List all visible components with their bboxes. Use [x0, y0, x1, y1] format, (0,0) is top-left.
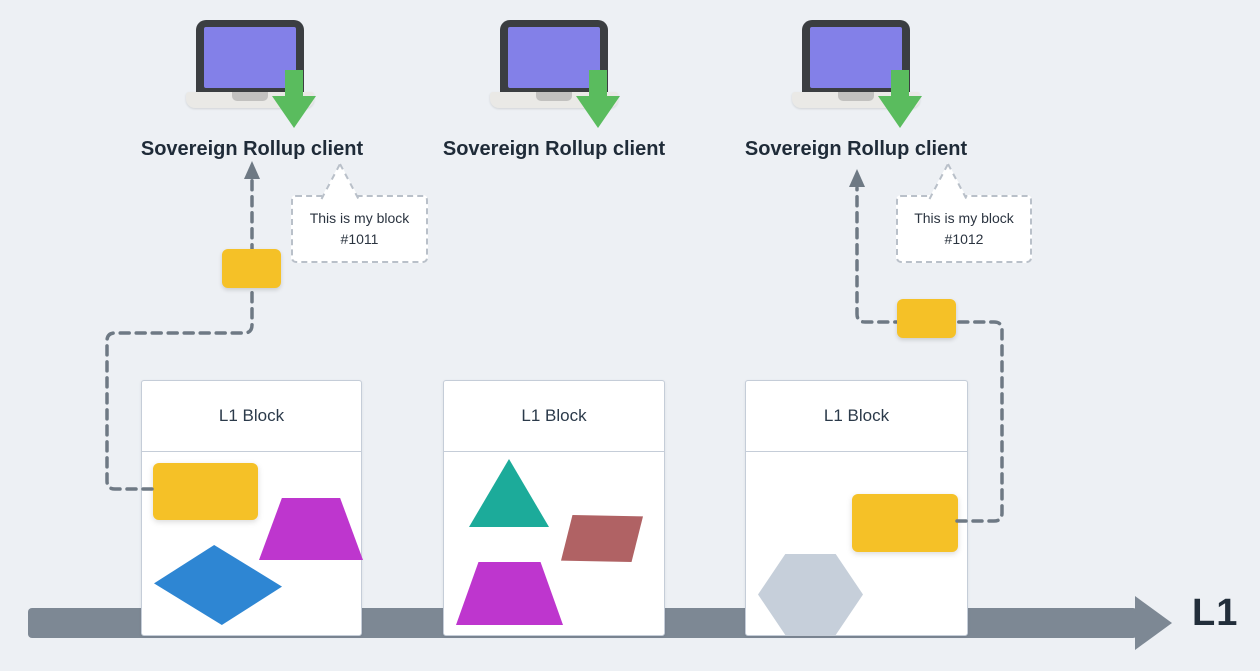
- block-announcement-bubble-2: This is my block #1012: [896, 195, 1032, 263]
- laptop-icon: [186, 18, 316, 130]
- rollup-block-mini-2: [897, 299, 956, 338]
- client-label-1: Sovereign Rollup client: [140, 138, 364, 160]
- laptop-trackpad: [536, 92, 572, 101]
- l1-chain-arrowhead-icon: [1135, 596, 1172, 650]
- arrowhead-up-icon: [849, 169, 865, 187]
- laptop-screen: [196, 20, 304, 96]
- l1-block-1: L1 Block: [141, 380, 363, 636]
- l1-block-body: [142, 452, 363, 634]
- laptop-icon: [792, 18, 922, 130]
- l1-block-body: [444, 452, 664, 634]
- client-label-2: Sovereign Rollup client: [442, 138, 666, 160]
- bubble-text-line1: This is my block: [309, 210, 410, 226]
- laptop-display: [508, 27, 600, 88]
- download-arrow-icon: [576, 70, 620, 128]
- l1-block-title: L1 Block: [444, 381, 664, 452]
- l1-block-2: L1 Block: [443, 380, 665, 636]
- yellow-rectangle-shape: [852, 494, 958, 552]
- teal-triangle-shape: [469, 459, 549, 527]
- l1-block-title: L1 Block: [142, 381, 361, 452]
- laptop-trackpad: [838, 92, 874, 101]
- bubble-text-line2: #1011: [340, 231, 379, 247]
- download-arrow-icon: [272, 70, 316, 128]
- laptop-display: [204, 27, 296, 88]
- bubble-text-line2: #1012: [944, 231, 984, 247]
- download-arrow-icon: [878, 70, 922, 128]
- arrowhead-up-icon: [244, 161, 260, 179]
- l1-block-3: L1 Block: [745, 380, 968, 636]
- bubble-text-line1: This is my block: [914, 210, 1014, 226]
- rollup-block-mini-1: [222, 249, 281, 288]
- gray-hexagon-shape: [758, 554, 863, 635]
- l1-block-body: [746, 452, 967, 635]
- magenta-trapezoid-shape: [259, 498, 363, 560]
- yellow-rectangle-shape: [153, 463, 258, 520]
- l1-block-title: L1 Block: [746, 381, 967, 452]
- laptop-icon: [490, 18, 620, 130]
- block-announcement-bubble-1: This is my block #1011: [291, 195, 428, 263]
- laptop-display: [810, 27, 902, 88]
- l1-axis-label: L1: [1192, 592, 1239, 634]
- laptop-trackpad: [232, 92, 268, 101]
- magenta-trapezoid-shape: [456, 562, 563, 625]
- client-label-3: Sovereign Rollup client: [744, 138, 968, 160]
- brick-parallelogram-shape: [561, 515, 643, 562]
